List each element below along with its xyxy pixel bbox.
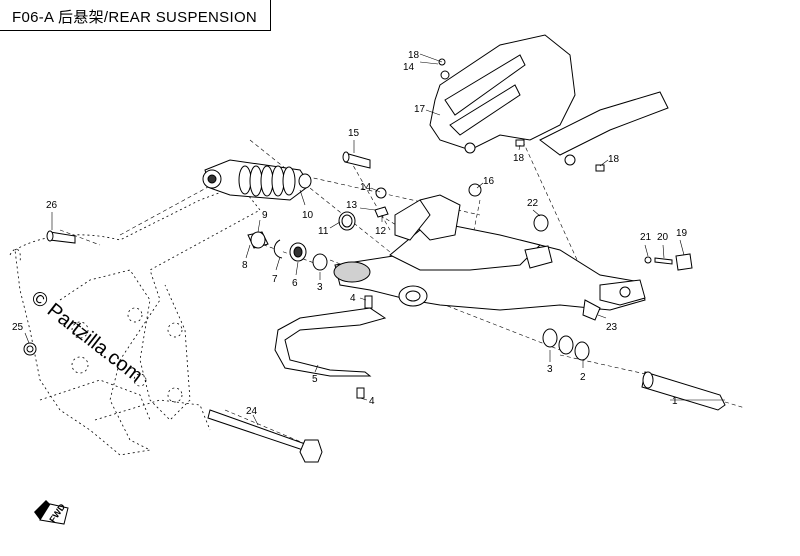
callout-22: 22 [527,198,539,209]
callout-6: 6 [292,278,298,289]
callout-21: 21 [640,232,652,243]
callout-18: 18 [608,154,620,165]
frame-bolt [207,409,323,463]
callout-17: 17 [414,104,426,115]
callout-2: 2 [580,372,586,383]
pivot-axle [641,371,746,411]
watermark: © Partzilla.com [27,287,147,387]
callout-24: 24 [246,406,258,417]
bolt-20 [654,257,673,265]
callout-14: 14 [403,62,415,73]
callout-15: 15 [348,128,360,139]
callout-9: 9 [262,210,268,221]
callout-4: 4 [369,396,375,407]
callout-23: 23 [606,322,618,333]
callout-11: 11 [318,226,329,237]
callout-10: 10 [302,210,314,221]
callout-18: 18 [408,50,420,61]
callout-1: 1 [672,396,678,407]
pin-15 [342,151,371,169]
callout-3: 3 [317,282,323,293]
hardware [23,58,693,399]
callout-25: 25 [12,322,24,333]
rear-fender [429,34,669,166]
leader-lines [24,53,725,426]
page-title: F06-A 后悬架/REAR SUSPENSION [12,9,258,26]
callout-20: 20 [657,232,669,243]
callout-13: 13 [346,200,358,211]
swingarm [333,194,646,321]
fwd-arrow-icon: FWD [34,500,69,525]
callout-8: 8 [242,260,248,271]
title-box: F06-A 后悬架/REAR SUSPENSION [0,0,271,31]
callout-4: 4 [350,293,356,304]
chain-slider [274,307,387,377]
bolt-26 [46,230,76,244]
callout-5: 5 [312,374,318,385]
callout-16: 16 [483,176,495,187]
callout-7: 7 [272,274,278,285]
callout-3: 3 [547,364,553,375]
callout-18: 18 [513,153,525,164]
callouts: 1 2 2 3 3 4 4 5 6 7 8 9 10 11 12 13 14 1… [12,50,688,417]
callout-19: 19 [676,228,688,239]
callout-12: 12 [375,226,387,237]
callout-26: 26 [46,200,58,211]
callout-14: 14 [360,182,372,193]
rear-shock-absorber [202,159,312,201]
